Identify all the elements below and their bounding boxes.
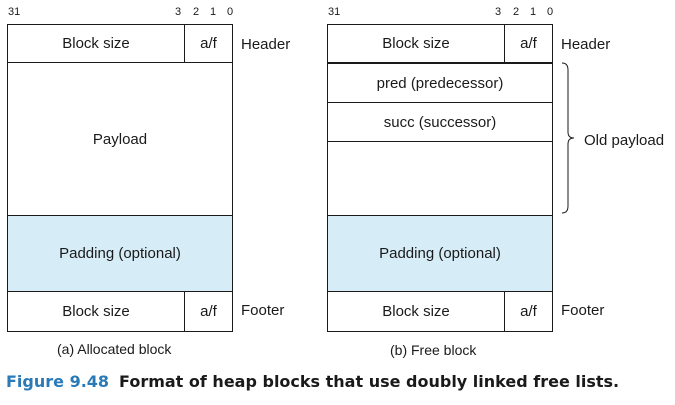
bit-0-label-free: 0	[547, 6, 554, 18]
free-header-label: Header	[561, 36, 611, 53]
free-padding: Padding (optional)	[328, 215, 552, 291]
free-caption: (b) Free block	[390, 342, 477, 358]
allocated-header-af: a/f	[184, 25, 232, 62]
allocated-padding: Padding (optional)	[8, 215, 232, 291]
free-header-row: Block size a/f	[328, 25, 552, 62]
bit-31-label-free: 31	[328, 6, 341, 18]
allocated-caption: (a) Allocated block	[57, 341, 172, 357]
allocated-header-block-size: Block size	[62, 35, 130, 52]
allocated-payload: Payload	[8, 62, 232, 215]
bit-1-label-free: 1	[530, 6, 537, 18]
allocated-footer-af: a/f	[184, 292, 232, 331]
bit-2-label: 2	[193, 6, 200, 18]
allocated-footer-block-size: Block size	[62, 303, 130, 320]
allocated-block: Block size a/f Payload Padding (optional…	[7, 24, 233, 332]
free-old-payload-area	[328, 141, 552, 215]
allocated-header-label: Header	[241, 36, 291, 53]
bit-0-label: 0	[227, 6, 234, 18]
free-footer-block-size: Block size	[382, 303, 450, 320]
allocated-footer-label: Footer	[241, 302, 285, 319]
free-footer-row: Block size a/f	[328, 291, 552, 331]
allocated-header-row: Block size a/f	[8, 25, 232, 62]
bit-3-label-free: 3	[495, 6, 502, 18]
free-header-block-size: Block size	[382, 35, 450, 52]
free-footer-label: Footer	[561, 302, 605, 319]
free-footer-af: a/f	[504, 292, 552, 331]
allocated-footer-row: Block size a/f	[8, 291, 232, 331]
bit-31-label: 31	[8, 6, 21, 18]
old-payload-label: Old payload	[584, 132, 665, 149]
old-payload-brace	[561, 62, 575, 214]
free-pred: pred (predecessor)	[328, 62, 552, 102]
figure-title: Format of heap blocks that use doubly li…	[119, 372, 620, 391]
free-header-af: a/f	[504, 25, 552, 62]
free-succ: succ (successor)	[328, 102, 552, 141]
bit-2-label-free: 2	[513, 6, 520, 18]
figure-number: Figure 9.48	[6, 372, 110, 391]
bit-3-label: 3	[175, 6, 182, 18]
bit-1-label: 1	[210, 6, 217, 18]
figure-caption: Figure 9.48 Format of heap blocks that us…	[6, 372, 619, 391]
free-block: Block size a/f pred (predecessor) succ (…	[327, 24, 553, 332]
